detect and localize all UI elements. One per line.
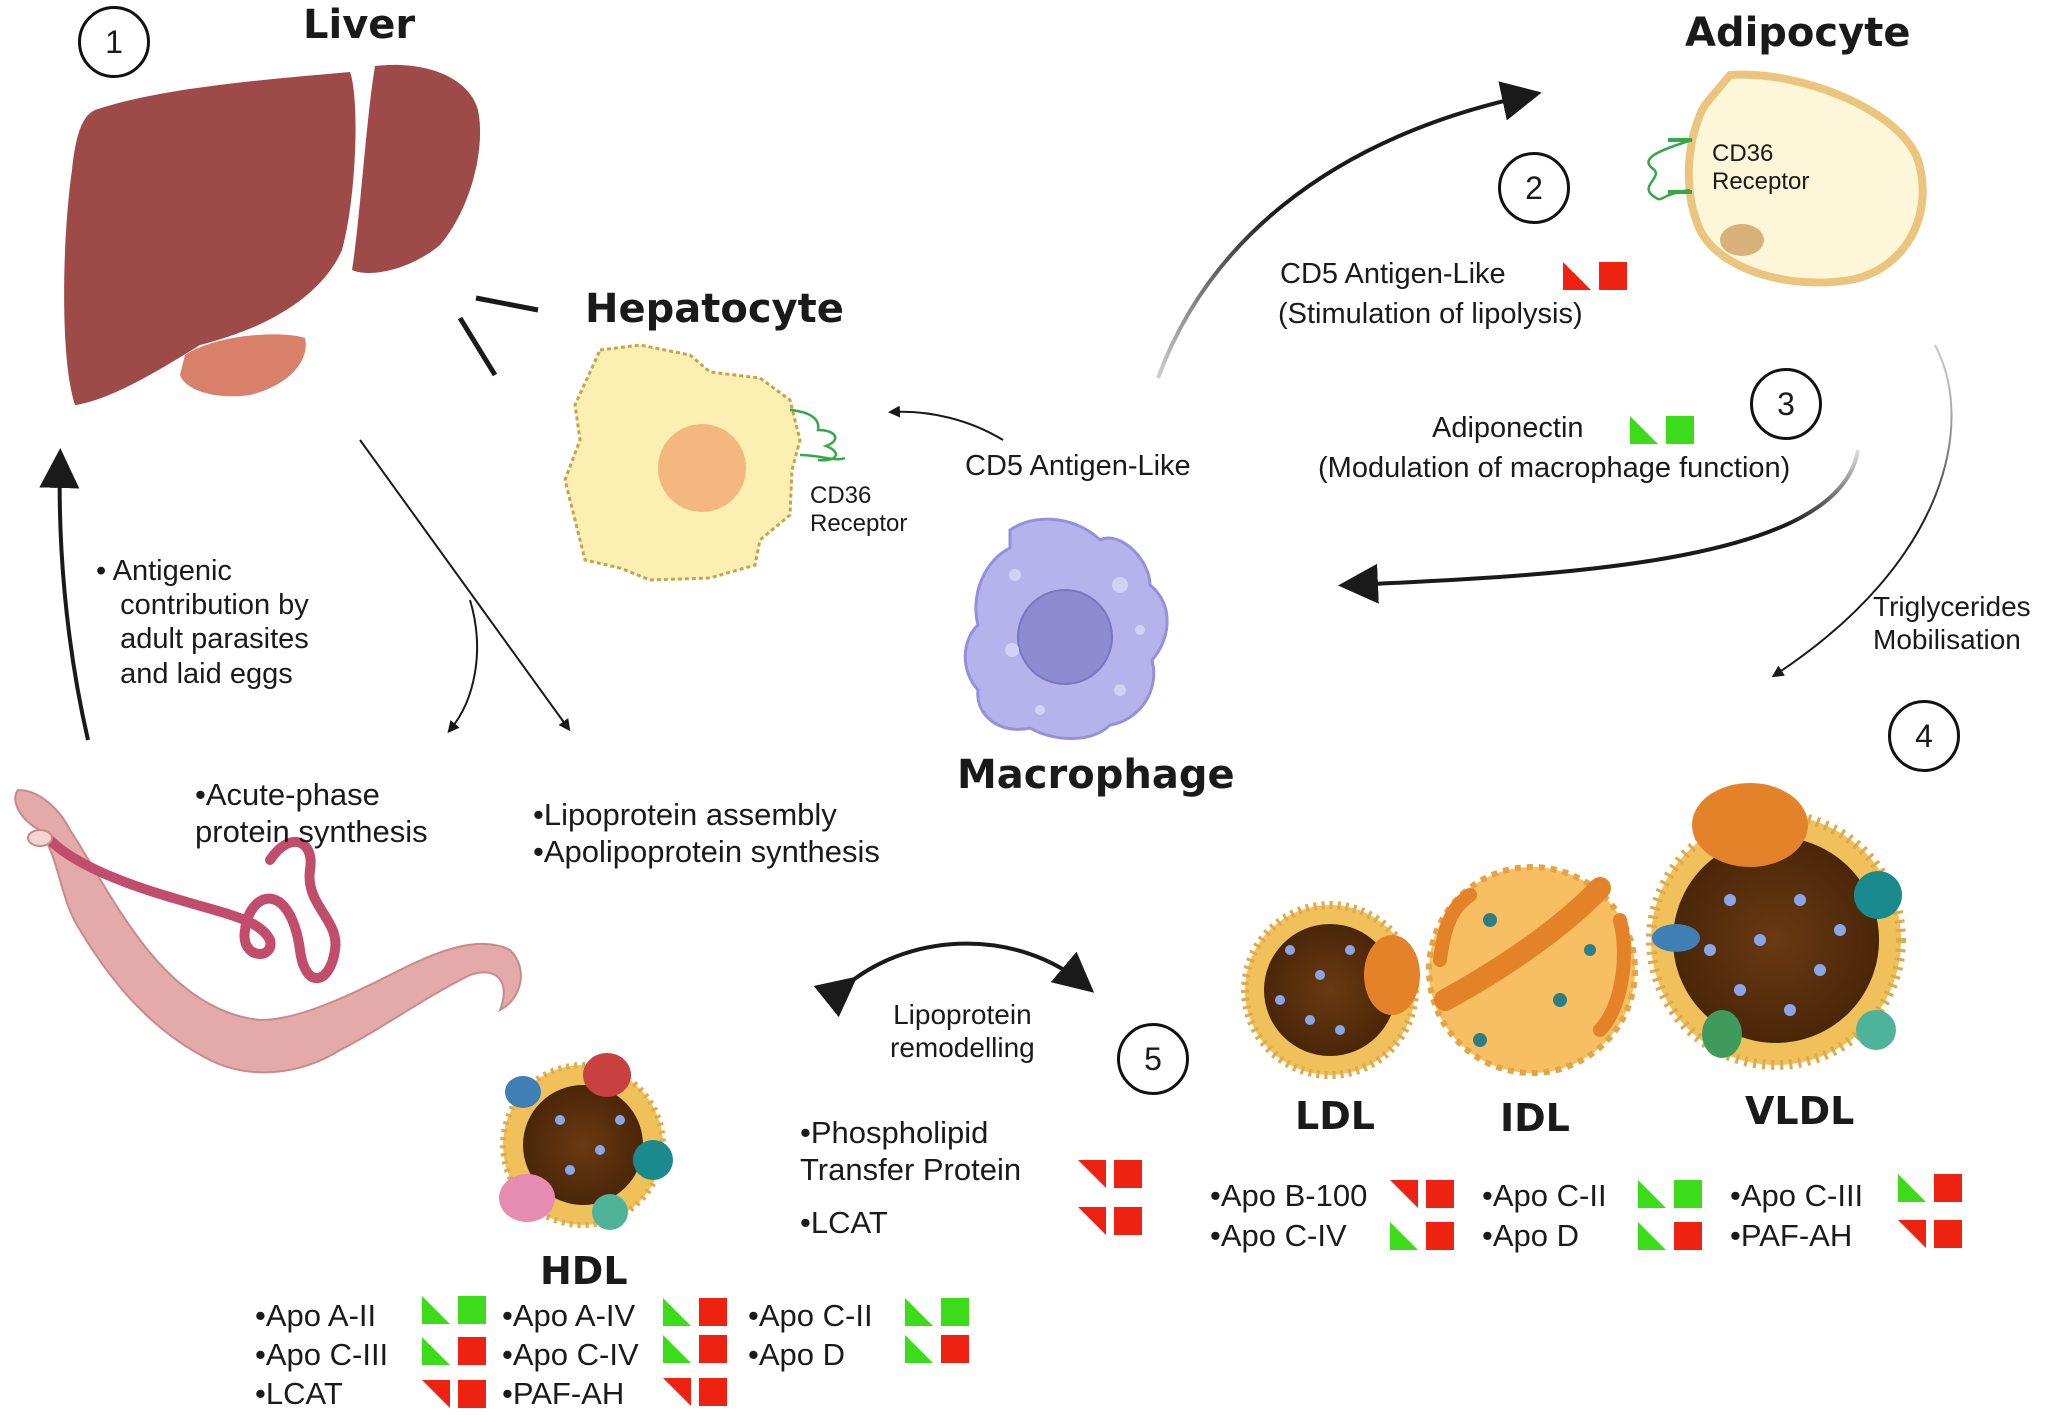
arrow-adipocyte-macrophage: [1338, 449, 1860, 604]
ldl-item-indicator: [1390, 1180, 1454, 1208]
step-5-badge: 5: [1117, 1023, 1189, 1095]
idl-title: IDL: [1500, 1096, 1570, 1140]
cd5-hepatocyte-label: CD5 Antigen-Like: [965, 450, 1191, 482]
cd5-adipocyte-indicator: [1563, 262, 1627, 290]
macrophage-cell: [963, 517, 1169, 740]
hdl-item-indicator: [663, 1335, 727, 1363]
ldl-item: •Apo B-100: [1210, 1178, 1368, 1213]
hdl-item: •LCAT: [255, 1376, 343, 1411]
arrow-macrophage-hepatocyte: [888, 405, 1004, 441]
adipocyte-title: Adipocyte: [1685, 10, 1911, 56]
acute-phase-text: •Acute-phase protein synthesis: [195, 777, 428, 849]
hepatocyte-cell: [563, 343, 846, 582]
step-2-badge: 2: [1498, 152, 1570, 224]
step-3-badge: 3: [1750, 368, 1822, 440]
idl-item-indicator: [1638, 1222, 1702, 1250]
hdl-item-indicator: [422, 1380, 486, 1408]
hdl-item: •Apo C-IV: [502, 1337, 639, 1372]
idl-item-indicator: [1638, 1180, 1702, 1208]
arrow-macrophage-adipocyte: [1156, 81, 1542, 379]
antigenic-text: • Antigenic contribution by adult parasi…: [96, 555, 309, 690]
hdl-item-indicator: [422, 1337, 486, 1365]
arrow-parasite-liver: [39, 448, 90, 741]
triglycerides-label: Triglycerides Mobilisation: [1873, 591, 2031, 656]
pltp-text: •Phospholipid Transfer Protein: [800, 1115, 1022, 1187]
vldl-item-indicator: [1898, 1174, 1962, 1202]
arrow-triglycerides: [1771, 344, 1953, 678]
cd5-adipocyte-effect: (Stimulation of lipolysis): [1278, 298, 1583, 330]
adipocyte-cell: [1647, 70, 1927, 287]
pltp-indicator: [1078, 1160, 1142, 1188]
ldl-item-indicator: [1390, 1222, 1454, 1250]
hdl-item: •Apo C-III: [255, 1337, 389, 1372]
hdl-item: •Apo C-II: [748, 1298, 873, 1333]
remodelling-label: Lipoprotein remodelling: [890, 999, 1035, 1064]
liver-title: Liver: [303, 2, 416, 48]
step-4-badge: 4: [1888, 700, 1960, 772]
vldl-title: VLDL: [1745, 1089, 1855, 1133]
hdl-item-indicator: [663, 1378, 727, 1406]
arrow-remodelling: [813, 941, 1095, 1018]
lcat-transfer-indicator: [1078, 1207, 1142, 1235]
arrow-liver-lipoprotein: [359, 439, 571, 732]
zoom-line: [475, 295, 539, 313]
hdl-item-indicator: [905, 1335, 969, 1363]
parasite-worm: [14, 788, 522, 1074]
idl-item: •Apo D: [1482, 1218, 1580, 1253]
lcat-transfer-text: •LCAT: [800, 1205, 888, 1240]
adiponectin-effect: (Modulation of macrophage function): [1318, 452, 1791, 484]
macrophage-title: Macrophage: [957, 752, 1235, 798]
adiponectin-label: Adiponectin: [1432, 412, 1584, 444]
adiponectin-indicator: [1630, 416, 1694, 444]
hdl-item-indicator: [905, 1298, 969, 1326]
hdl-item-indicator: [422, 1296, 486, 1324]
hdl-particle: [499, 1053, 673, 1230]
ldl-title: LDL: [1295, 1094, 1375, 1138]
vldl-item: •Apo C-III: [1730, 1178, 1864, 1213]
hepatocyte-receptor-label: CD36 Receptor: [810, 482, 908, 538]
hdl-item: •Apo A-II: [255, 1298, 377, 1333]
step-1-badge: 1: [78, 6, 150, 78]
adipocyte-receptor-label: CD36 Receptor: [1712, 140, 1810, 196]
hdl-item: •Apo A-IV: [502, 1298, 636, 1333]
hdl-item-indicator: [663, 1298, 727, 1326]
arrow-liver-acute: [447, 599, 479, 734]
hepatocyte-title: Hepatocyte: [585, 286, 844, 332]
vldl-item-indicator: [1898, 1220, 1962, 1248]
hdl-title: HDL: [540, 1249, 628, 1293]
idl-item: •Apo C-II: [1482, 1178, 1607, 1213]
ldl-particle: [1241, 901, 1420, 1079]
liver-organ: [64, 64, 481, 405]
lipoprotein-assembly-text: •Lipoprotein assembly •Apolipoprotein sy…: [533, 797, 880, 869]
vldl-item: •PAF-AH: [1730, 1218, 1853, 1253]
hdl-item: •PAF-AH: [502, 1376, 625, 1411]
zoom-line: [457, 316, 498, 377]
cd5-adipocyte-label: CD5 Antigen-Like: [1280, 258, 1506, 290]
idl-particle: [1426, 864, 1638, 1076]
ldl-item: •Apo C-IV: [1210, 1218, 1347, 1253]
vldl-particle: [1646, 783, 1906, 1070]
hdl-item: •Apo D: [748, 1337, 846, 1372]
